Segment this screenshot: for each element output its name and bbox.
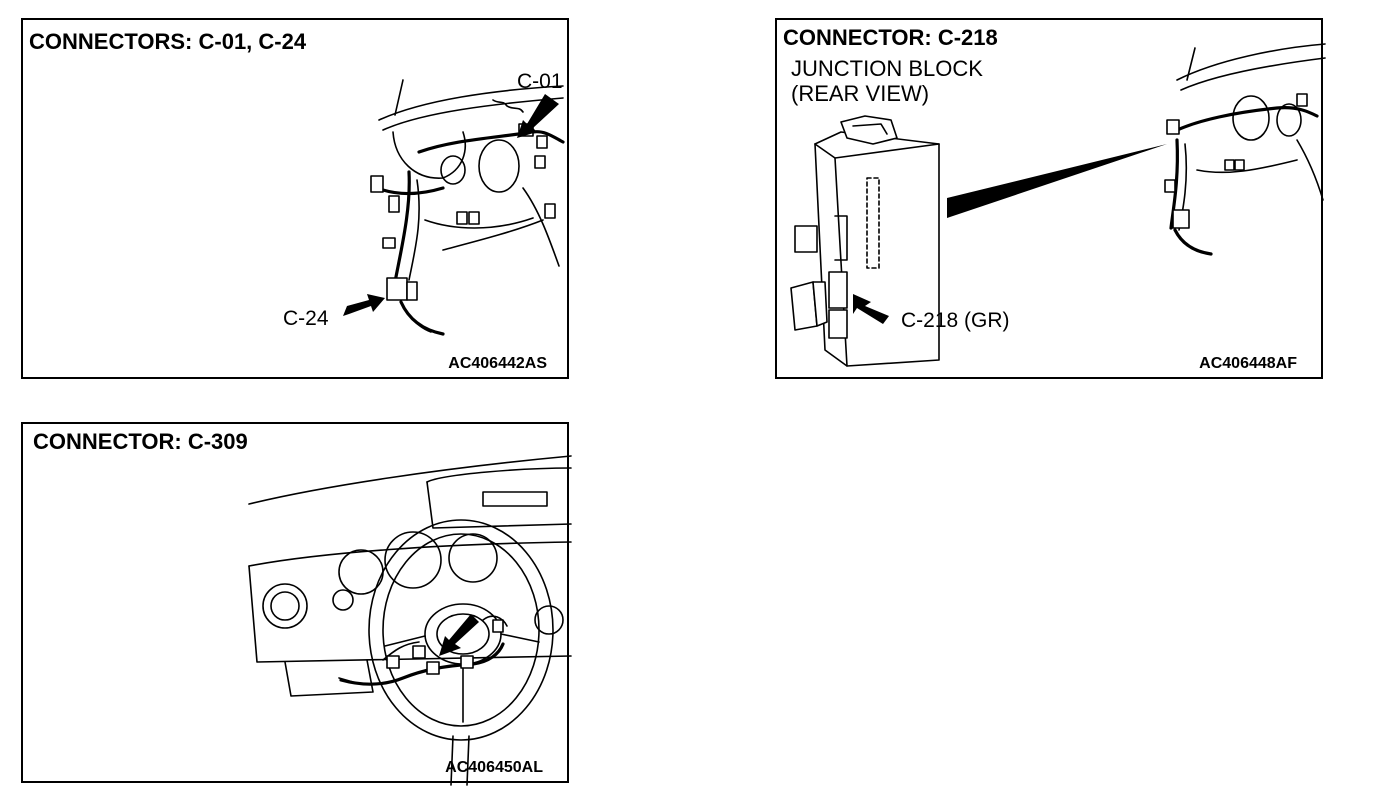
junction-block-illustration: [790, 43, 1326, 367]
figure-code: AC406448AF: [1199, 355, 1297, 372]
rear-view-label: (REAR VIEW): [791, 81, 930, 106]
figure-code: AC406450AL: [445, 759, 543, 776]
callout-c01-label: C-01: [517, 70, 563, 93]
callout-c24-label: C-24: [283, 307, 329, 330]
junction-block-label: JUNCTION BLOCK: [791, 56, 983, 81]
panel-connector-c218: CONNECTOR: C-218 JUNCTION BLOCK (REAR VI…: [775, 18, 1326, 379]
figure-code: AC406442AS: [448, 355, 547, 372]
callout-c218-label: C-218 (GR): [901, 309, 1010, 332]
dashboard-harness-illustration: [343, 79, 565, 336]
panel-connectors-c01-c24: CONNECTORS: C-01, C-24: [21, 18, 569, 379]
panel-title: CONNECTORS: C-01, C-24: [29, 29, 307, 54]
panel-title: CONNECTOR: C-218: [783, 25, 998, 50]
steering-wheel-illustration: [248, 455, 572, 786]
panel-title: CONNECTOR: C-309: [33, 429, 248, 454]
panel-connector-c309: CONNECTOR: C-309: [21, 422, 572, 786]
